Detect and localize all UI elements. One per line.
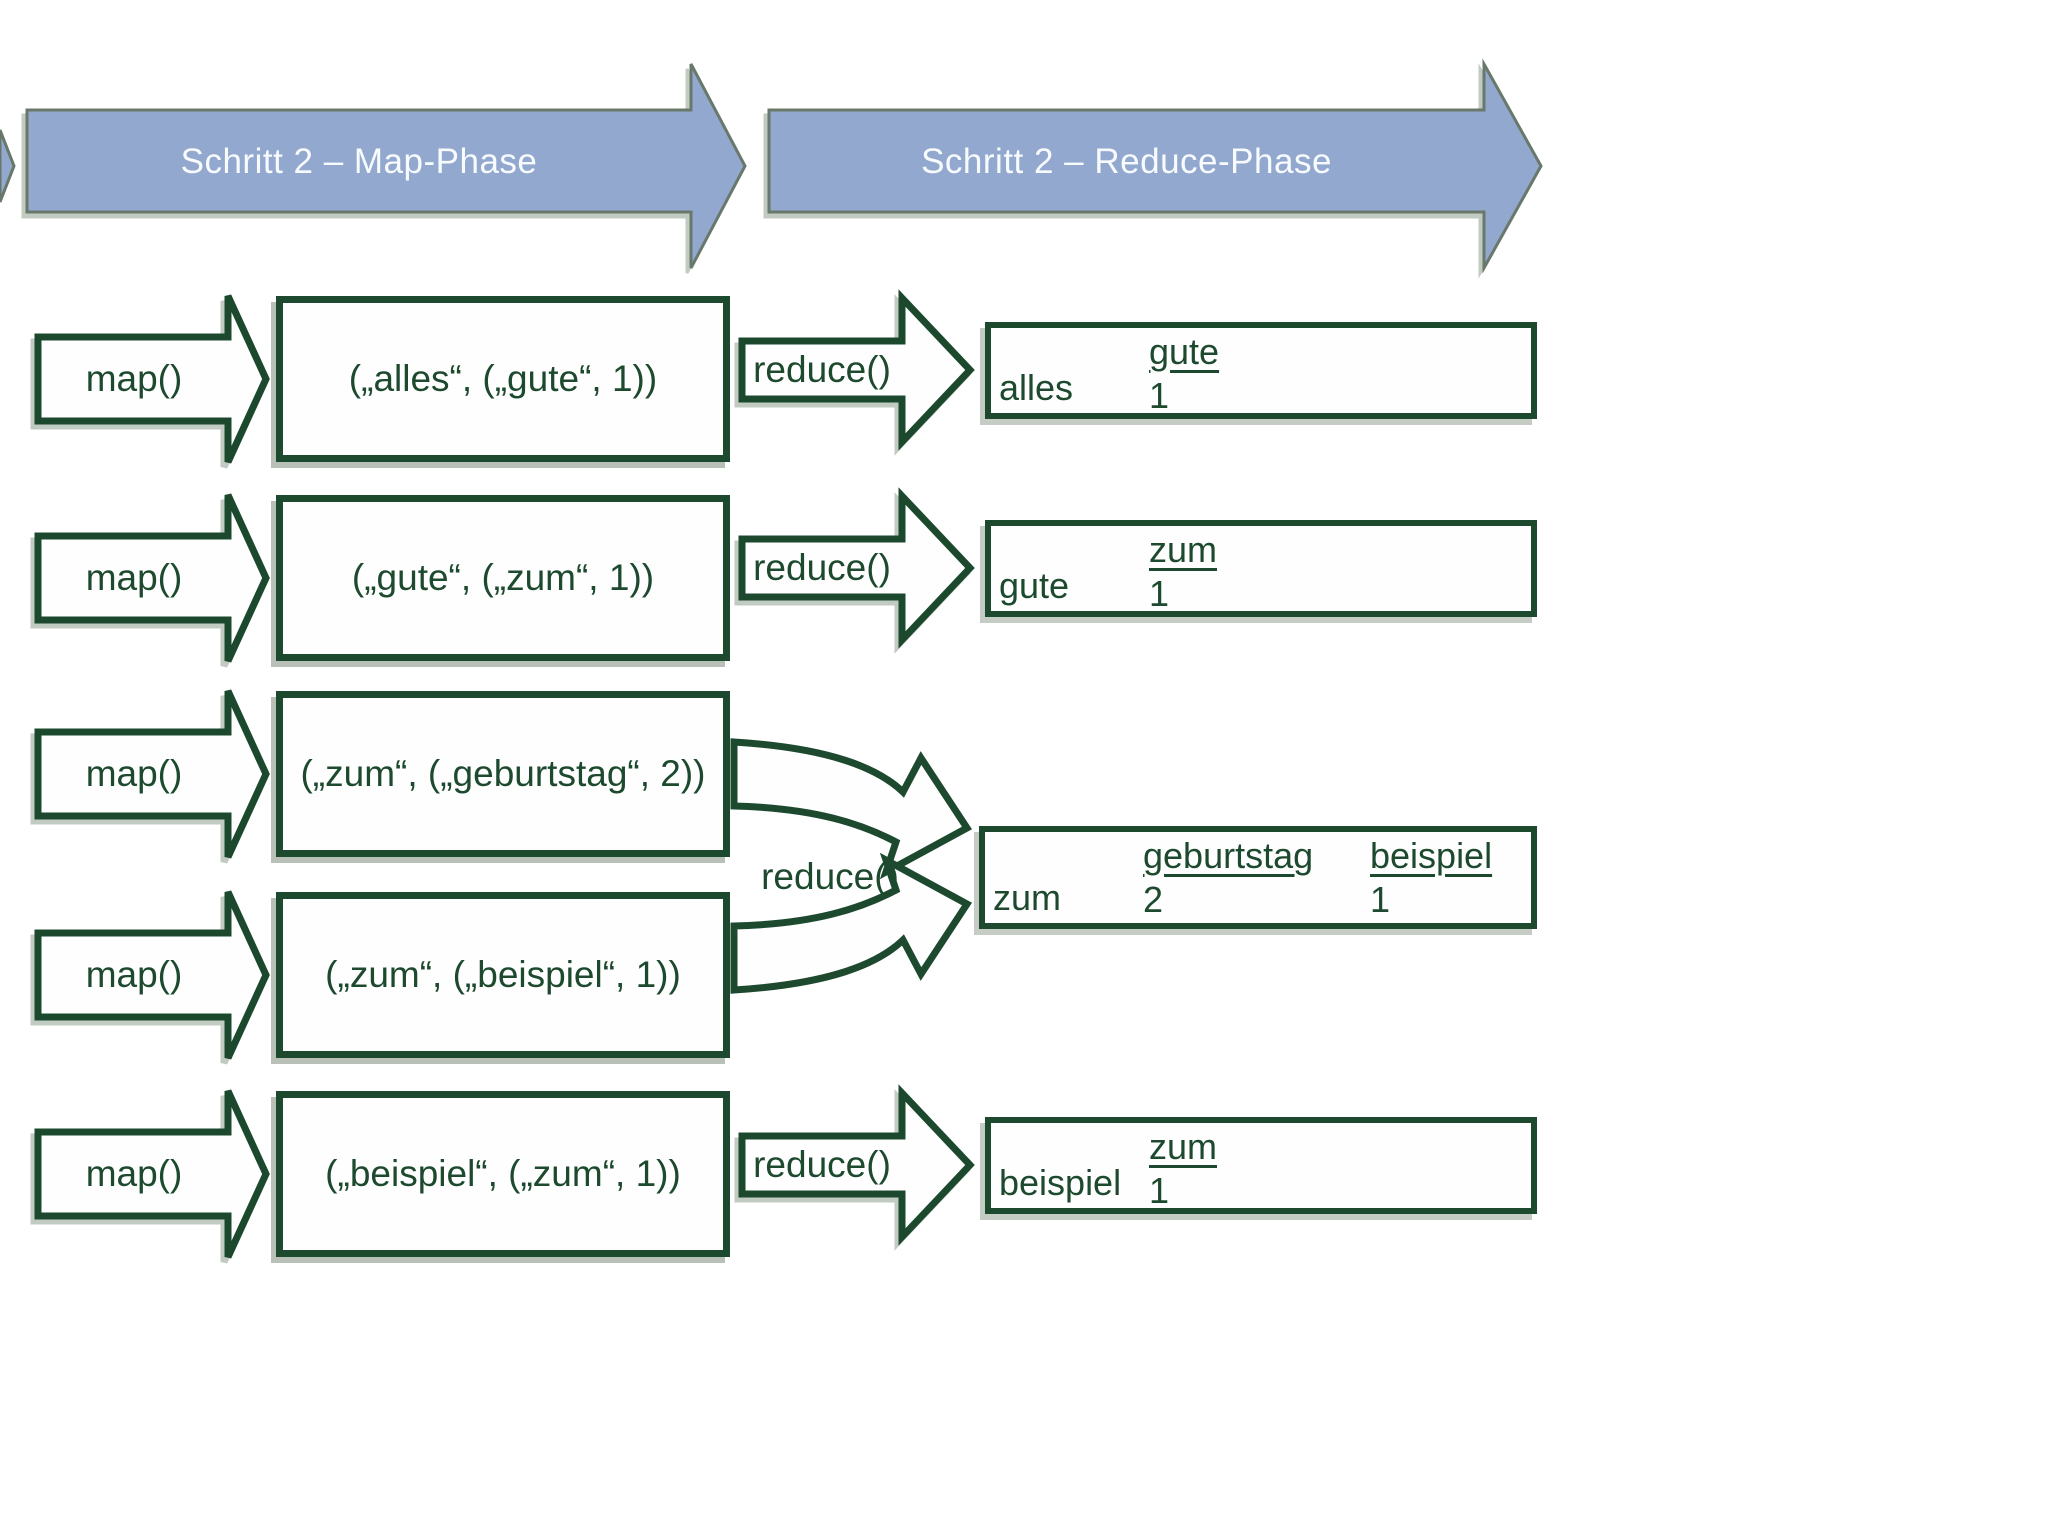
result-column-value: 1 — [1149, 375, 1170, 416]
result-column-header: zum — [1149, 529, 1218, 570]
result-column-value: 2 — [1143, 879, 1164, 920]
map-output-tuple-row2: („gute“, („zum“, 1)) — [351, 557, 655, 598]
reduce-arrow-label-combined: reduce() — [761, 856, 899, 897]
result-key: zum — [993, 877, 1062, 918]
result-column: gute 1 — [1149, 330, 1219, 418]
banner-reduce-phase-label: Schritt 2 – Reduce-Phase — [921, 142, 1332, 181]
map-arrow-label-row2: map() — [85, 557, 183, 598]
reduce-result-box-alles: alles gute 1 — [985, 322, 1537, 419]
result-column: geburtstag 2 — [1143, 834, 1313, 922]
result-column: zum 1 — [1149, 528, 1217, 616]
map-arrow-row1 — [34, 294, 270, 464]
reduce-result-box-gute: gute zum 1 — [985, 520, 1537, 617]
curved-arrow-from-row3 — [730, 738, 973, 880]
map-arrow-row4 — [34, 890, 270, 1060]
map-arrow-label-row4: map() — [85, 954, 183, 995]
curved-arrow-from-row4 — [730, 852, 973, 994]
map-output-box-row3 — [276, 691, 730, 857]
map-arrow-row5 — [34, 1089, 270, 1259]
reduce-result-box-beispiel: beispiel zum 1 — [985, 1117, 1537, 1214]
result-column-header: gute — [1149, 331, 1220, 372]
map-output-tuple-row5: („beispiel“, („zum“, 1)) — [325, 1153, 681, 1194]
reduce-arrow-label-row1: reduce() — [753, 349, 891, 390]
result-column: zum 1 — [1149, 1125, 1217, 1213]
result-column-value: 1 — [1149, 573, 1170, 614]
reduce-arrow-row2 — [738, 487, 975, 649]
map-arrow-row3 — [34, 689, 270, 859]
reduce-arrow-row1 — [738, 289, 975, 451]
result-key: gute — [999, 565, 1070, 606]
result-key: alles — [999, 367, 1074, 408]
map-output-box-row5 — [276, 1091, 730, 1257]
reduce-arrow-label-row5: reduce() — [753, 1144, 891, 1185]
map-output-tuple-row4: („zum“, („beispiel“, 1)) — [325, 954, 681, 995]
banner-map-phase-label: Schritt 2 – Map-Phase — [180, 142, 538, 181]
reduce-result-box-zum: zum geburtstag 2 beispiel 1 — [979, 826, 1537, 929]
map-arrow-label-row1: map() — [85, 358, 183, 399]
result-key: beispiel — [999, 1162, 1122, 1203]
result-column-value: 1 — [1149, 1170, 1170, 1211]
map-arrow-label-row5: map() — [85, 1153, 183, 1194]
map-output-tuple-row3: („zum“, („geburtstag“, 2)) — [300, 753, 706, 794]
map-output-box-row4 — [276, 892, 730, 1058]
result-column-value: 1 — [1370, 879, 1391, 920]
result-column-header: zum — [1149, 1126, 1218, 1167]
map-output-tuple-row1: („alles“, („gute“, 1)) — [348, 358, 658, 399]
result-column: beispiel 1 — [1370, 834, 1492, 922]
map-arrow-row2 — [34, 493, 270, 663]
result-column-header: geburtstag — [1143, 835, 1314, 876]
previous-step-arrow-tip — [0, 129, 16, 203]
reduce-arrow-row5 — [738, 1084, 975, 1246]
map-output-box-row1 — [276, 296, 730, 462]
banner-map-phase-arrow — [25, 63, 747, 269]
map-output-box-row2 — [276, 495, 730, 661]
map-arrow-label-row3: map() — [85, 753, 183, 794]
banner-reduce-phase-arrow — [767, 58, 1543, 274]
result-column-header: beispiel — [1370, 835, 1493, 876]
reduce-arrow-label-row2: reduce() — [753, 547, 891, 588]
